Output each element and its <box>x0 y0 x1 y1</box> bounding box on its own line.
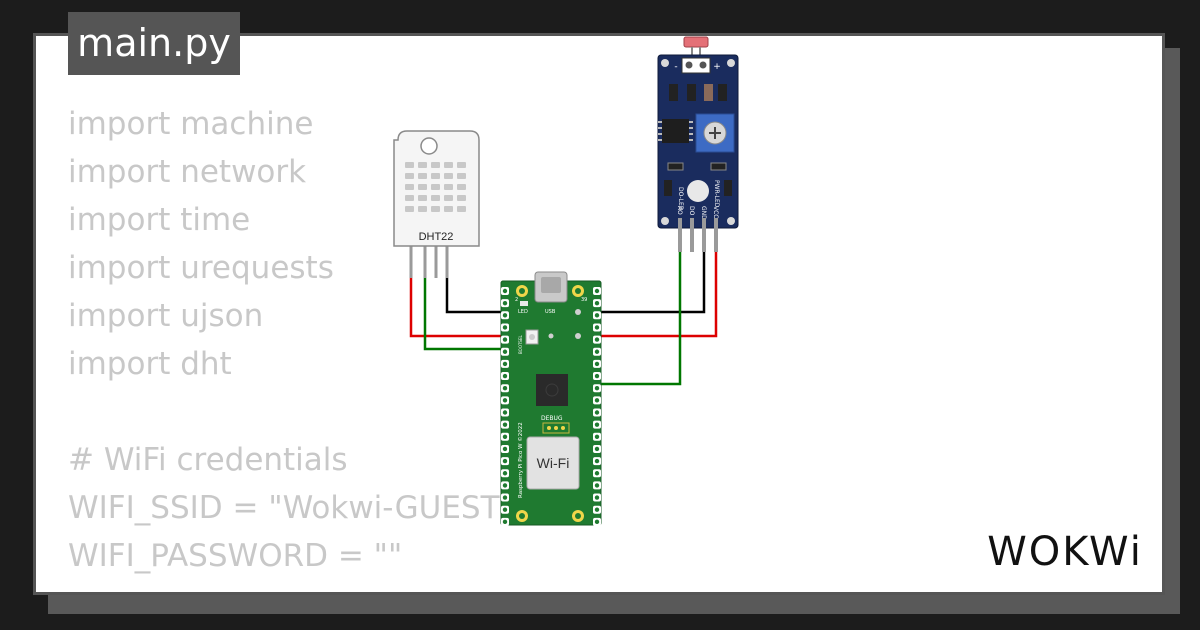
pico-pin-hole <box>594 422 600 427</box>
wokwi-logo: WOKWi <box>987 529 1143 575</box>
pico-pin-hole <box>502 349 508 354</box>
raspberry-pi-pico-w[interactable]: 2 39 LED USB BOOTSEL DEBUG Wi-Fi Raspber… <box>500 271 602 526</box>
pico-pin-hole <box>594 337 600 342</box>
pico-pin-hole <box>594 471 600 476</box>
pico-pin-number-left: 2 <box>515 297 518 303</box>
pico-pin-hole <box>502 422 508 427</box>
pico-pin-hole <box>502 386 508 391</box>
pico-pin-hole <box>502 434 508 439</box>
wire-ldr-ao <box>591 230 682 386</box>
pico-pin-hole <box>502 373 508 379</box>
pico-pin-hole <box>502 495 508 500</box>
code-line: import machine <box>68 106 314 142</box>
dht22-label: DHT22 <box>419 231 454 243</box>
pico-pin-hole <box>502 446 508 452</box>
pico-pin-hole <box>594 349 600 354</box>
code-line: import time <box>68 202 251 238</box>
code-line: # WiFi credentials <box>68 442 348 478</box>
wire-dht-data <box>423 275 518 351</box>
ldr-pin-label-vcc: VCC <box>712 206 719 218</box>
code-line: import ujson <box>68 298 264 334</box>
pico-pin-hole <box>594 373 600 379</box>
pico-pin-hole <box>502 398 508 403</box>
pico-pin-hole <box>502 325 508 330</box>
pico-pin-hole <box>502 458 508 464</box>
pico-pin-headers <box>501 287 601 526</box>
ldr-plus-mark: + <box>713 62 721 72</box>
pico-pin-hole <box>502 300 508 306</box>
pico-pin-hole <box>594 410 600 415</box>
pico-pin-hole <box>594 519 600 525</box>
pico-pin-hole <box>594 325 600 330</box>
dht22-sensor[interactable]: DHT22 <box>393 130 480 278</box>
code-line: WIFI_PASSWORD = "" <box>68 538 403 574</box>
ldr-module[interactable]: - + DO-LED PWR-LED AO DO GND VCC <box>657 36 739 252</box>
pico-pin-hole <box>594 458 600 464</box>
file-tab[interactable]: main.py <box>68 12 240 75</box>
pico-model-label: Raspberry Pi Pico W ©2022 <box>517 422 524 498</box>
pico-pin-hole <box>502 507 508 512</box>
pico-pin-hole <box>502 410 508 415</box>
pico-pin-hole <box>594 288 600 294</box>
pico-pin-hole <box>594 361 600 367</box>
pico-pin-hole <box>594 446 600 452</box>
pico-pin-hole <box>594 495 600 500</box>
code-line: import urequests <box>68 250 334 286</box>
ldr-pwr-led-label: PWR-LED <box>713 180 720 208</box>
pico-pin-hole <box>502 471 508 476</box>
pico-debug-label: DEBUG <box>541 415 563 422</box>
pico-usb-label: USB <box>545 309 556 315</box>
wire-dht-ground <box>445 275 518 314</box>
pico-pin-hole <box>502 288 508 294</box>
pico-bootsel-label: BOOTSEL <box>518 335 523 354</box>
code-line: import network <box>68 154 307 190</box>
pico-pin-hole <box>594 386 600 391</box>
pico-pin-hole <box>594 398 600 403</box>
pico-pin-number-right: 39 <box>581 297 587 303</box>
pico-pin-hole <box>594 313 600 318</box>
code-line: WIFI_SSID = "Wokwi-GUEST" <box>68 490 508 526</box>
ldr-do-led-label: DO-LED <box>677 187 684 211</box>
pico-led-label: LED <box>518 309 528 315</box>
pico-pin-hole <box>594 507 600 512</box>
pico-pin-hole <box>594 300 600 306</box>
ldr-minus-mark: - <box>674 62 677 72</box>
ldr-pin-label-do: DO <box>688 206 695 216</box>
pico-pin-hole <box>502 337 508 342</box>
pico-pin-hole <box>594 483 600 488</box>
ldr-pin-label-gnd: GND <box>700 206 707 220</box>
code-line: import dht <box>68 346 232 382</box>
wokwi-logo-text: WOKWi <box>987 529 1143 575</box>
pico-pin-hole <box>502 313 508 318</box>
pico-pin-hole <box>502 519 508 525</box>
code-listing: import machine import network import tim… <box>68 100 508 580</box>
pico-pin-hole <box>594 434 600 439</box>
ldr-pin-label-ao: AO <box>676 206 683 215</box>
pico-pin-hole <box>502 483 508 488</box>
pico-pin-hole <box>502 361 508 367</box>
wire-ldr-ground <box>591 230 706 314</box>
pico-wifi-label: Wi-Fi <box>537 455 570 471</box>
